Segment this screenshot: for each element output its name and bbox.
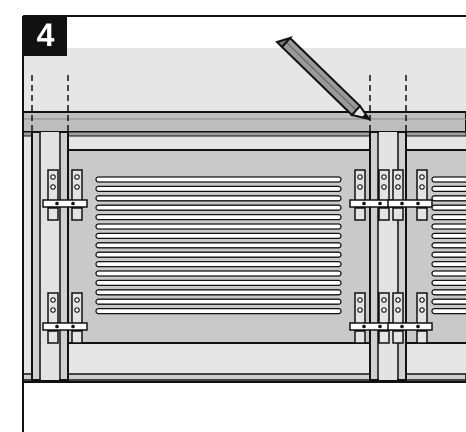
slat [431, 185, 466, 193]
slat [431, 298, 466, 305]
slat [95, 298, 342, 305]
slat [95, 242, 342, 249]
slat [431, 260, 466, 268]
slat [431, 307, 466, 315]
bottom-rail [23, 373, 466, 381]
slat [431, 204, 466, 211]
slat [95, 223, 342, 230]
slat [431, 176, 466, 183]
slat [95, 260, 342, 268]
slat [95, 185, 342, 193]
slat [95, 195, 342, 202]
slat [431, 195, 466, 202]
slat [431, 223, 466, 230]
step-number-badge: 4 [24, 15, 67, 56]
clamp-bracket [42, 169, 88, 221]
pencil-icon [275, 35, 372, 121]
clamp-bracket [387, 169, 433, 221]
infill-panel [67, 149, 371, 344]
top-rail [23, 111, 466, 137]
floor-area [23, 382, 466, 432]
slat [95, 289, 342, 296]
slat [431, 289, 466, 296]
clamp-bracket [387, 292, 433, 344]
slat [95, 270, 342, 277]
slat [95, 307, 342, 315]
illustration-frame [22, 15, 466, 432]
slat [431, 279, 466, 287]
slat [95, 232, 342, 240]
slat [95, 204, 342, 211]
slat [431, 213, 466, 221]
slat [431, 242, 466, 249]
clamp-bracket [42, 292, 88, 344]
slat [431, 251, 466, 258]
slat [95, 279, 342, 287]
slat [431, 232, 466, 240]
clamp-bracket [349, 292, 395, 344]
slat [95, 251, 342, 258]
infill-panel-partial [405, 149, 466, 344]
marking-guides [31, 75, 407, 140]
slat [95, 176, 342, 183]
slat [431, 270, 466, 277]
slat [95, 213, 342, 221]
